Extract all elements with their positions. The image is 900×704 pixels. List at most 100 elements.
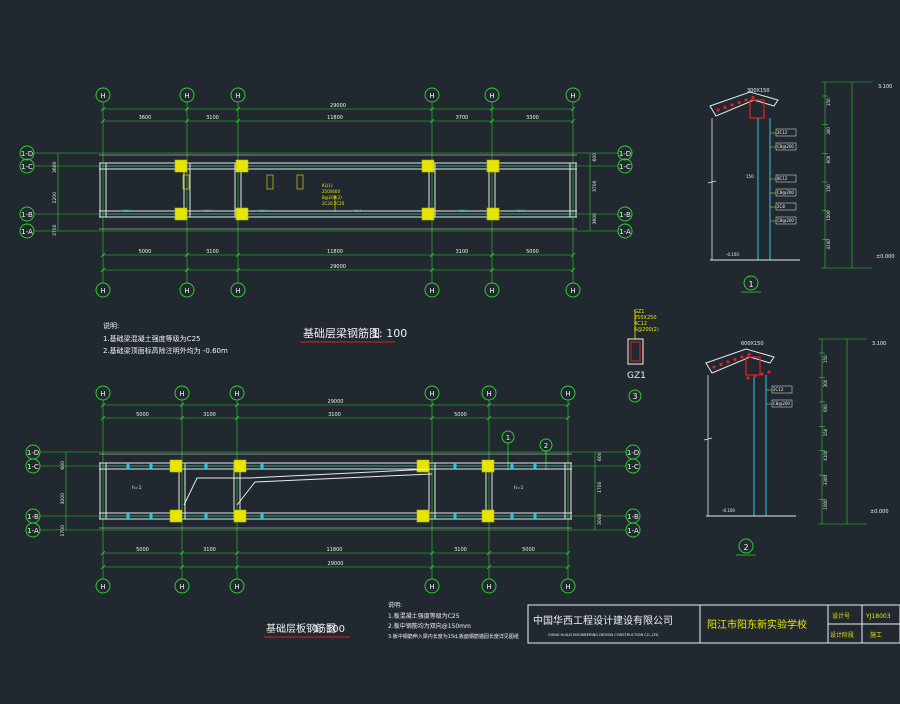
section1-rebar-dot-0 [716, 108, 720, 112]
plan2-dim-bot-span-0: 5000 [136, 547, 149, 553]
plan2-row-bubble-l-1-circle [25, 458, 41, 474]
plan2-rebar-tick-top-4 [453, 463, 457, 469]
plan1-tick-b2-2 [235, 267, 241, 273]
plan1-tick-b1-0 [100, 252, 106, 258]
gz1-label: GZ1 [627, 371, 646, 381]
plan1-dim-left-2: 3700 [52, 224, 58, 236]
plan1-row-bubble-r-0-circle [617, 145, 633, 161]
plan1-mid-label-3: 4200 [352, 208, 362, 213]
plan1-row-bubble-r-2-label: 1-B [619, 211, 631, 219]
plan2-tick-b1-0 [100, 550, 106, 556]
plan1-center-label-0: KL(1) [322, 183, 333, 188]
plan2-tick-b1-2 [234, 550, 240, 556]
plan2-tick-b2-4 [486, 564, 492, 570]
plan1-tick-b2-1 [184, 267, 190, 273]
plan2-column-3-0 [481, 459, 495, 473]
section1-tag-3: C8@200 [777, 190, 794, 195]
title-block-field1-value: YJ18003 [865, 613, 891, 620]
plan2-tick-b1-3 [429, 550, 435, 556]
section1-rebar-dot-2 [730, 103, 734, 107]
plan2-rebar-tick-bot-0 [126, 513, 130, 519]
plan2-tick-t2-1 [179, 415, 185, 421]
plan2-rebar-tick-top-1 [149, 463, 153, 469]
plan2-rebar-tick-top-5 [510, 463, 514, 469]
plan1-col-bubble-top-0-circle [95, 87, 111, 103]
plan1-dim-top-span-4: 3300 [526, 115, 539, 121]
plan1-tick-t2-1 [184, 118, 190, 124]
section2-dim-3: 150 [823, 428, 828, 436]
plan1-center-label-3: 2C20;2C20 [322, 201, 345, 206]
section2-dim-4: 4100 [823, 450, 828, 461]
section2-dim-1: 300 [823, 379, 828, 387]
section1-dim-3: 150 [826, 184, 831, 192]
title-block-field2-label: 设计阶段 [830, 631, 854, 639]
plan1-col-bubble-top-2-label: H [235, 92, 240, 100]
plan1-column-0-0 [174, 159, 188, 173]
section2-canopy [705, 348, 775, 374]
plan1-dim-bot-span-1: 3100 [206, 249, 219, 255]
plan2-tick-b1-1 [179, 550, 185, 556]
plan1-tick-t2-2 [235, 118, 241, 124]
plan2-col-bubble-top-3-label: H [429, 390, 434, 398]
plan1-tick-b1-5 [570, 252, 576, 258]
gz1-tag-2: 250X250 [634, 315, 657, 321]
plan2-col-bubble-top-4-label: H [486, 390, 491, 398]
plan1-center-label-1: 250X600 [322, 189, 340, 194]
plan1-col-bubble-top-4-label: H [489, 92, 494, 100]
plan2-col-bubble-bot-2-label: H [234, 583, 239, 591]
plan1-row-bubble-r-1-label: 1-C [619, 163, 631, 171]
plan2-title: 基础层板钢筋图 [266, 622, 336, 635]
section1-rebar-dot-4 [744, 98, 748, 102]
plan1-tick-b1-4 [489, 252, 495, 258]
plan2-slab-line-1 [183, 468, 433, 506]
plan1-col-bubble-top-0-label: H [100, 92, 105, 100]
section2-dim-0: 150 [823, 355, 828, 363]
plan1-row-bubble-r-3-label: 1-A [619, 228, 631, 236]
plan2-tick-b1-4 [486, 550, 492, 556]
plan2-section-mark-2-label: 2 [544, 442, 548, 450]
plan2-tick-b2-1 [179, 564, 185, 570]
title-block-company: 中国华西工程设计建设有限公司 [533, 614, 673, 627]
plan1-col-bubble-bot-3-label: H [429, 287, 434, 295]
plan1-col-bubble-top-5-circle [565, 87, 581, 103]
plan1-tick-b2-3 [429, 267, 435, 273]
notes2-item-2: 2.板中钢筋均为双向@150mm [388, 622, 471, 630]
plan2-dim-top-span-0: 5000 [136, 412, 149, 418]
notes2-item-3: 3.板中钢筋伸入梁内长度为15d,板面钢筋锚固长度详见图纸 [388, 633, 519, 640]
section2-tag-box-1 [771, 399, 793, 408]
section1-rebar-dot-3 [737, 100, 741, 105]
plan1-mid-label-2: 4200 [257, 208, 267, 213]
plan1-marker-0 [182, 174, 190, 190]
plan2-row-bubble-r-1-label: 1-C [627, 463, 639, 471]
plan1-mid-label-0: 4200 [121, 208, 131, 213]
section1-small-0: 150 [746, 174, 754, 179]
section2-extra-dot-1 [753, 374, 757, 378]
plan1-tick-t1-4 [489, 106, 495, 112]
plan2-tick-t1-1 [179, 402, 185, 408]
plan1-tick-b1-3 [429, 252, 435, 258]
plan2-tick-t2-5 [565, 415, 571, 421]
plan2-col-bubble-top-1-circle [174, 385, 190, 401]
gz1-section-box [627, 338, 644, 365]
plan1-col-bubble-bot-0-circle [95, 282, 111, 298]
plan1-column-3-0 [486, 159, 500, 173]
plan1-col-bubble-bot-3-circle [424, 282, 440, 298]
section2-rebar-dot-5 [747, 352, 751, 357]
section2-elev-bot: ±0.000 [870, 509, 889, 515]
plan2-column-0-1 [169, 509, 183, 523]
plan1-col-bubble-top-1-label: H [184, 92, 189, 100]
section2-extra-dot-2 [760, 372, 764, 376]
plan1-col-bubble-bot-5-label: H [570, 287, 575, 295]
plan1-row-bubble-l-0-label: 1-D [21, 150, 33, 158]
plan1-dim-top-span-1: 3100 [206, 115, 219, 121]
plan1-tick-t2-3 [429, 118, 435, 124]
section2-dim-2: 600 [823, 404, 828, 412]
plan1-dim-top-span-3: 3700 [456, 115, 469, 121]
plan1-dim-left-1: 1200 [52, 192, 58, 204]
plan1-column-0-1 [174, 207, 188, 221]
gz1-number-circle [628, 389, 642, 403]
plan1-dim-right-0: 600 [592, 153, 598, 162]
plan2-col-bubble-bot-0-label: H [100, 583, 105, 591]
plan2-rebar-tick-top-3 [260, 463, 264, 469]
plan2-row-bubble-r-0-label: 1-D [627, 449, 639, 457]
